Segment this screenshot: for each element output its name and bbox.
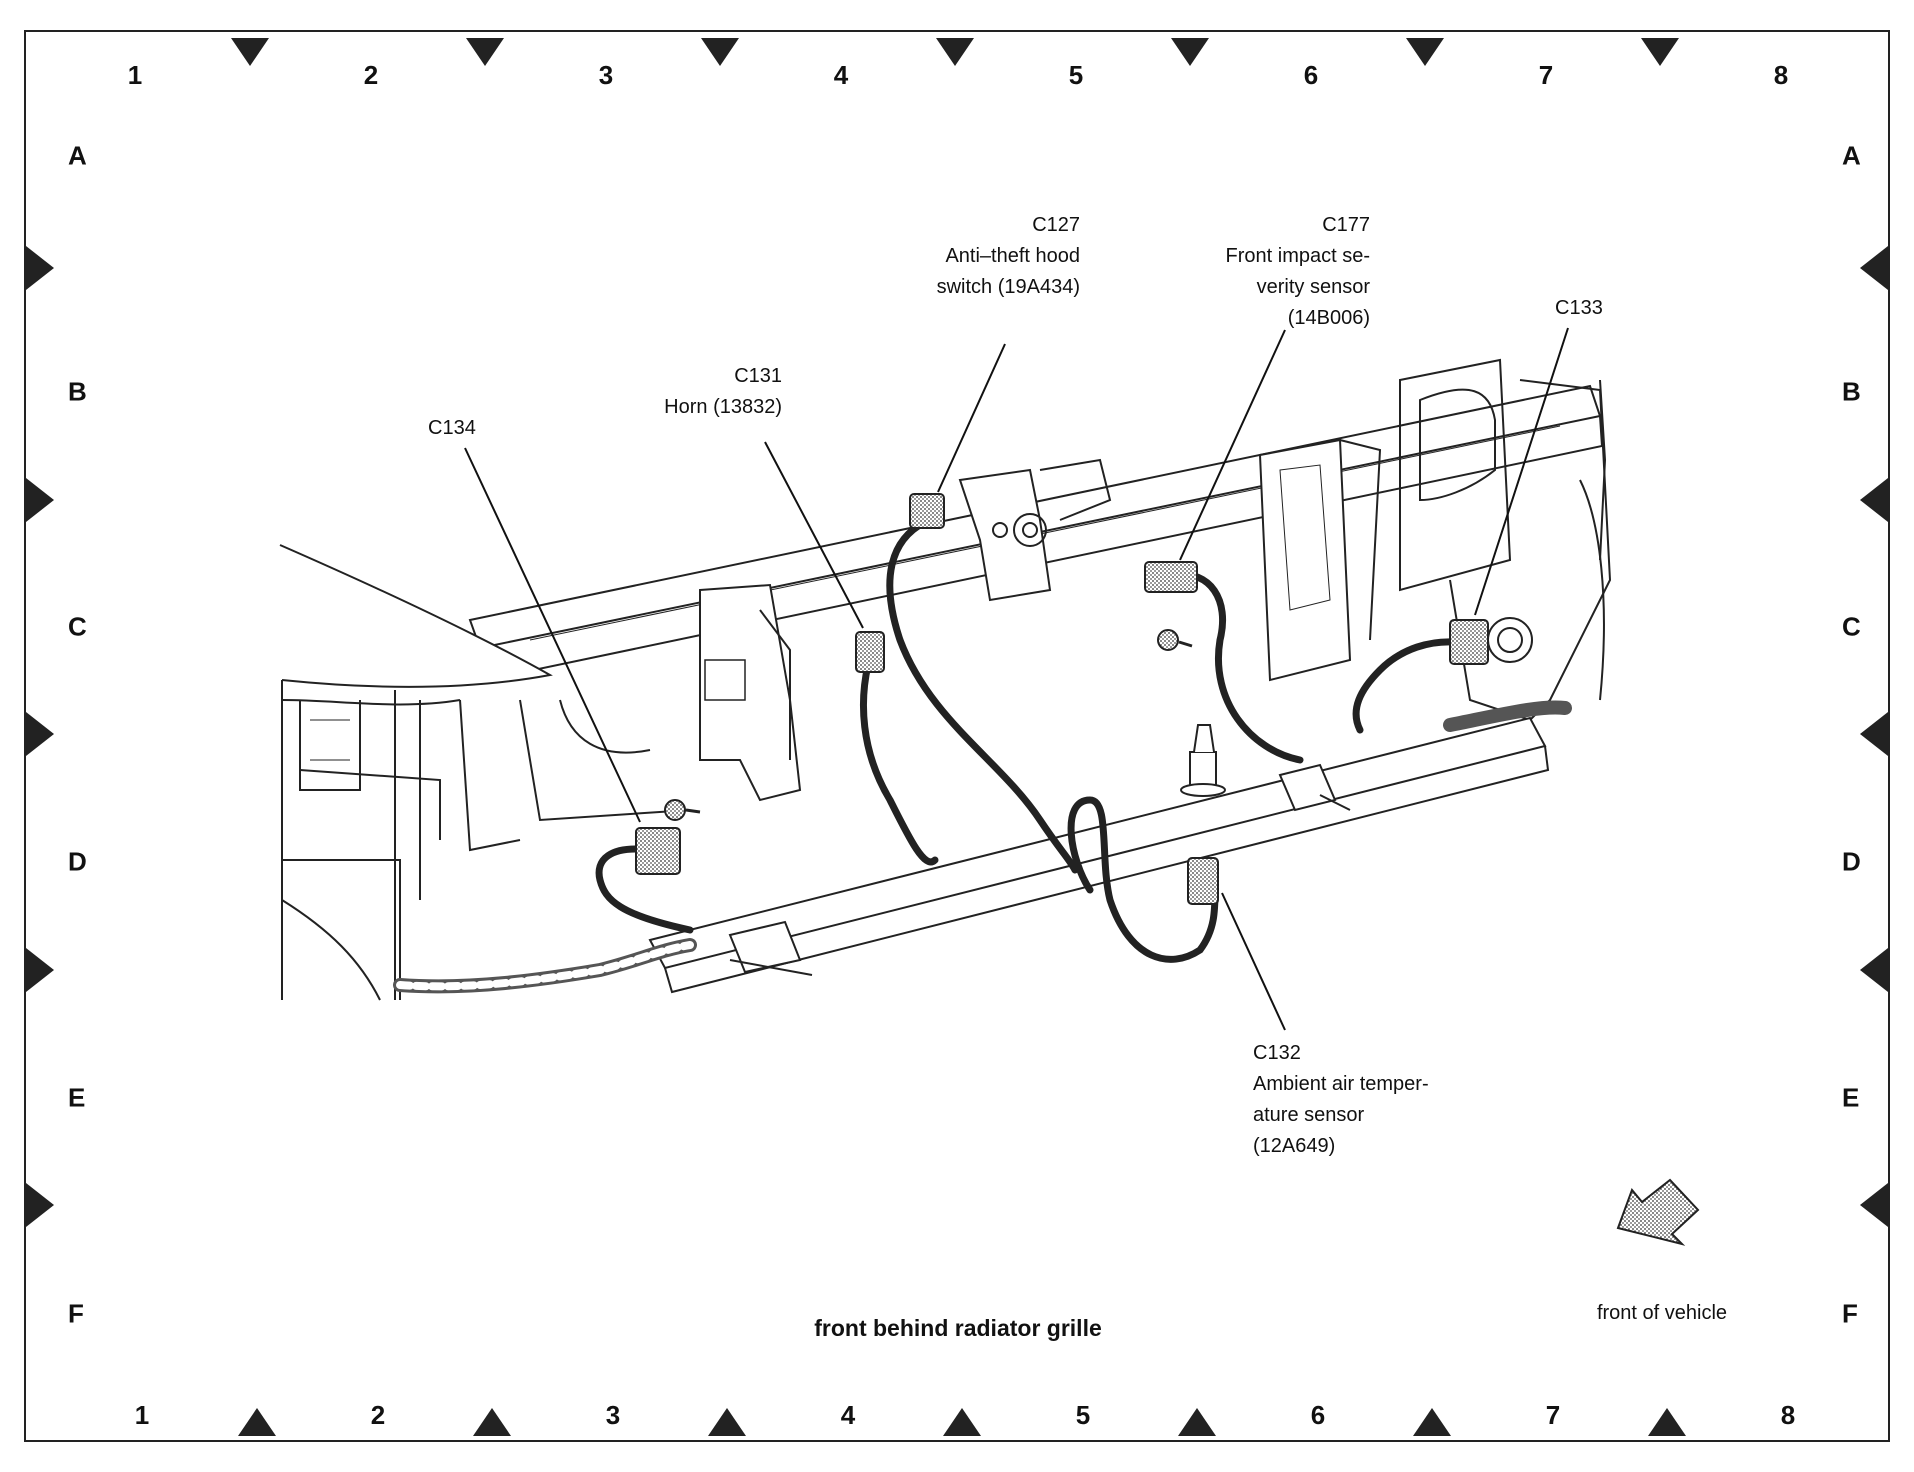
front-arrow-icon xyxy=(1616,1178,1700,1246)
row-label-b-left: B xyxy=(68,376,87,407)
callout-c131-line1: Horn (13832) xyxy=(664,396,782,418)
row-label-c-left: C xyxy=(68,611,87,642)
callout-c177: C177 Front impact se- verity sensor (14B… xyxy=(1226,210,1370,334)
callout-c132-id: C132 xyxy=(1253,1042,1301,1064)
column-label-3-bottom: 3 xyxy=(605,1400,621,1430)
row-label-f-left: F xyxy=(68,1298,84,1329)
column-label-7-top: 7 xyxy=(1538,60,1554,90)
connectors xyxy=(635,493,1489,905)
row-label-a-left: A xyxy=(68,140,87,171)
callout-c132-line2: ature sensor xyxy=(1253,1104,1365,1126)
callout-c133: C133 xyxy=(1555,293,1603,324)
column-label-7-bottom: 7 xyxy=(1545,1400,1561,1430)
callout-c177-line2: verity sensor xyxy=(1256,276,1370,298)
right-grid-markers xyxy=(1860,246,1888,1227)
row-label-e-right: E xyxy=(1842,1082,1860,1113)
column-label-2-bottom: 2 xyxy=(370,1400,386,1430)
column-label-6-bottom: 6 xyxy=(1310,1400,1326,1430)
callout-c132-line1: Ambient air temper- xyxy=(1253,1073,1429,1095)
radiator-support-structure xyxy=(279,358,1612,1001)
callout-c132: C132 Ambient air temper- ature sensor (1… xyxy=(1253,1038,1429,1162)
column-label-1-top: 1 xyxy=(127,60,143,90)
column-label-1-bottom: 1 xyxy=(134,1400,150,1430)
callout-c127-id: C127 xyxy=(1032,214,1080,236)
callout-c127-line1: Anti–theft hood xyxy=(945,245,1080,267)
left-grid-markers xyxy=(26,246,54,1227)
bottom-grid-markers xyxy=(238,1408,1686,1436)
row-label-d-left: D xyxy=(68,846,87,877)
row-label-c-right: C xyxy=(1842,611,1861,642)
column-label-3-top: 3 xyxy=(598,60,614,90)
column-label-4-bottom: 4 xyxy=(840,1400,856,1430)
row-label-f-right: F xyxy=(1842,1298,1858,1329)
callout-c177-line3: (14B006) xyxy=(1287,307,1370,329)
row-label-a-right: A xyxy=(1842,140,1861,171)
callout-c131-id: C131 xyxy=(734,365,782,387)
column-label-8-bottom: 8 xyxy=(1780,1400,1796,1430)
column-label-8-top: 8 xyxy=(1773,60,1789,90)
callout-c177-id: C177 xyxy=(1322,214,1370,236)
callout-leaders xyxy=(464,327,1569,1031)
top-grid-markers xyxy=(231,38,1679,66)
column-label-4-top: 4 xyxy=(833,60,849,90)
callout-c127: C127 Anti–theft hood switch (19A434) xyxy=(937,210,1080,303)
row-label-d-right: D xyxy=(1842,846,1861,877)
callout-c132-line3: (12A649) xyxy=(1253,1135,1336,1157)
column-label-5-bottom: 5 xyxy=(1075,1400,1091,1430)
wiring-harness xyxy=(393,518,1572,994)
column-label-2-top: 2 xyxy=(363,60,379,90)
column-label-5-top: 5 xyxy=(1068,60,1084,90)
callout-c133-id: C133 xyxy=(1555,297,1603,319)
callout-c127-line2: switch (19A434) xyxy=(936,276,1080,298)
callout-c134: C134 xyxy=(428,413,476,444)
diagram-frame xyxy=(24,30,1890,1442)
row-label-e-left: E xyxy=(68,1082,86,1113)
diagram-caption: front behind radiator grille xyxy=(814,1315,1102,1341)
row-label-b-right: B xyxy=(1842,376,1861,407)
callout-c134-id: C134 xyxy=(428,417,476,439)
callout-c131: C131 Horn (13832) xyxy=(664,361,782,423)
column-label-6-top: 6 xyxy=(1303,60,1319,90)
front-of-vehicle-label: front of vehicle xyxy=(1596,1302,1728,1324)
callout-c177-line1: Front impact se- xyxy=(1225,245,1370,267)
